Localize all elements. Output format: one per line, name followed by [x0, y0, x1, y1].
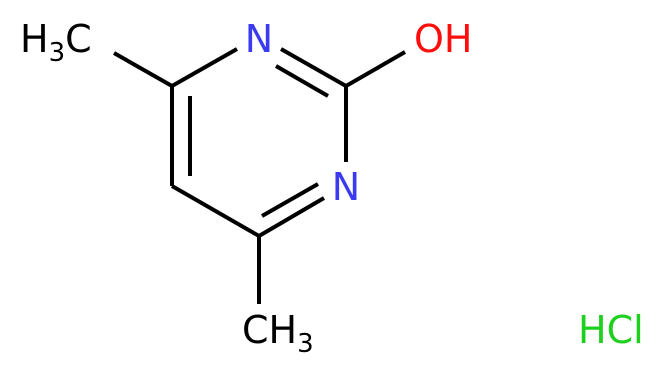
bond-c5-c4 — [171, 184, 260, 238]
atom-methyl-bottom: CH3 — [242, 308, 314, 359]
bond-c2-n1 — [280, 47, 347, 88]
bond-c2-n1-inner — [275, 64, 329, 98]
atom-n-bottom: N — [332, 165, 360, 209]
atom-methyl-top: H3C — [20, 17, 92, 68]
methyl-bottom-ch: CH — [242, 308, 297, 352]
atom-n-top: N — [245, 17, 273, 61]
bond-c6-methyl — [113, 51, 173, 88]
methyl-top-c: C — [65, 17, 92, 61]
atom-oh: OH — [414, 17, 472, 61]
methyl-top-subscript: 3 — [49, 38, 66, 68]
atom-labels: N N OH H3C CH3 HCl — [20, 17, 644, 359]
methyl-bottom-subscript: 3 — [297, 329, 314, 359]
bond-c2-oh — [345, 50, 406, 88]
salt-hcl: HCl — [578, 308, 644, 352]
bond-n1-c6 — [171, 47, 238, 88]
bond-c4-n3 — [257, 196, 326, 238]
bonds — [113, 47, 406, 304]
bond-c4-n3-inner — [261, 182, 319, 218]
methyl-top-h: H — [20, 17, 49, 61]
